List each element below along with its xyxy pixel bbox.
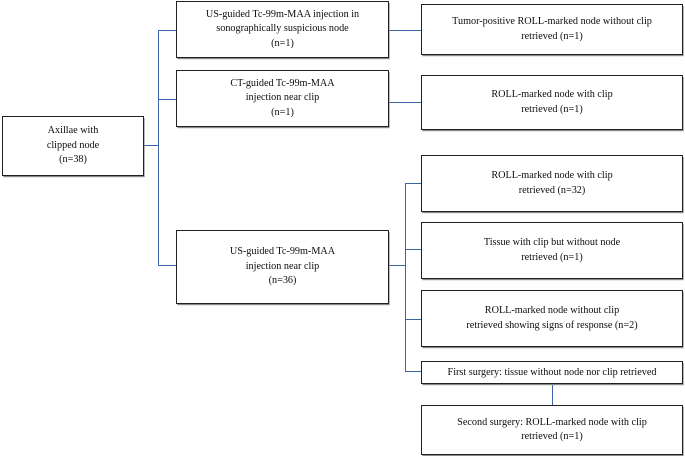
node-us-sono-line3: (n=1) xyxy=(271,37,294,49)
node-outcome-roll-with-clip-32[interactable]: ROLL-marked node with clip retrieved (n=… xyxy=(421,155,683,212)
node-axillae-line1: Axillae with xyxy=(47,125,99,137)
node-roll32-line1: ROLL-marked node with clip xyxy=(491,170,613,182)
connector-root-to-ct-clip xyxy=(158,99,177,101)
node-outcome-tissue-with-clip[interactable]: Tissue with clip but without node retrie… xyxy=(421,222,683,279)
node-outcome-tumor-positive[interactable]: Tumor-positive ROLL-marked node without … xyxy=(421,4,683,55)
node-second-surgery-line1: Second surgery: ROLL-marked node with cl… xyxy=(457,416,647,428)
connector-root-to-us-sono xyxy=(158,30,177,32)
node-tumor-positive-line2: retrieved (n=1) xyxy=(521,30,583,42)
node-ct-clip-line3: (n=1) xyxy=(271,106,294,118)
connector-root-to-us-clip xyxy=(158,265,177,267)
connector-ct-clip-to-outcome xyxy=(389,102,421,104)
node-us-sono-line1: US-guided Tc-99m-MAA injection in xyxy=(205,8,360,20)
node-us-clip-line2: injection near clip xyxy=(245,260,320,272)
node-tissue-clip-line2: retrieved (n=1) xyxy=(521,251,583,263)
node-us-sono-line2: sonographically suspicious node xyxy=(216,23,349,35)
connector-us-clip-to-roll-no-clip xyxy=(405,319,421,321)
connector-us-sono-to-outcome xyxy=(389,30,421,32)
node-us-guided-near-clip[interactable]: US-guided Tc-99m-MAA injection near clip… xyxy=(176,230,389,304)
connector-first-to-second-surgery xyxy=(552,384,554,405)
node-roll32-line2: retrieved (n=32) xyxy=(518,184,586,196)
node-outcome-roll-without-clip[interactable]: ROLL-marked node without clip retrieved … xyxy=(421,290,683,347)
connector-us-clip-spine xyxy=(405,183,407,372)
node-axillae-clipped[interactable]: Axillae with clipped node (n=38) xyxy=(2,116,144,176)
node-us-guided-sonographic[interactable]: US-guided Tc-99m-MAA injection in sonogr… xyxy=(176,1,389,58)
connector-root-stub xyxy=(144,145,159,147)
node-axillae-line2: clipped node xyxy=(46,139,100,151)
node-axillae-line3: (n=38) xyxy=(59,154,87,166)
node-roll-no-clip-line2: retrieved showing signs of response (n=2… xyxy=(466,319,638,331)
node-us-clip-line1: US-guided Tc-99m-MAA xyxy=(229,246,336,258)
node-first-surgery-line1: First surgery: tissue without node nor c… xyxy=(447,366,657,378)
node-second-surgery-line2: retrieved (n=1) xyxy=(521,431,583,442)
node-us-clip-line3: (n=36) xyxy=(268,275,297,287)
node-outcome-ct-roll-with-clip[interactable]: ROLL-marked node with clip retrieved (n=… xyxy=(421,75,683,130)
connector-us-clip-to-roll32 xyxy=(405,183,421,185)
connector-us-clip-to-first-surgery xyxy=(405,371,421,373)
node-outcome-first-surgery[interactable]: First surgery: tissue without node nor c… xyxy=(421,361,683,384)
node-ct-result-line2: retrieved (n=1) xyxy=(521,103,583,115)
connector-root-spine xyxy=(158,30,160,266)
node-ct-result-line1: ROLL-marked node with clip xyxy=(491,89,613,101)
node-ct-guided-near-clip[interactable]: CT-guided Tc-99m-MAA injection near clip… xyxy=(176,70,389,127)
node-ct-clip-line2: injection near clip xyxy=(245,92,320,104)
connector-us-clip-stub xyxy=(389,265,406,267)
node-roll-no-clip-line1: ROLL-marked node without clip xyxy=(484,305,620,317)
node-outcome-second-surgery[interactable]: Second surgery: ROLL-marked node with cl… xyxy=(421,405,683,455)
connector-us-clip-to-tissue-clip xyxy=(405,249,421,251)
node-ct-clip-line1: CT-guided Tc-99m-MAA xyxy=(230,77,335,89)
node-tissue-clip-line1: Tissue with clip but without node xyxy=(483,237,621,249)
node-tumor-positive-line1: Tumor-positive ROLL-marked node without … xyxy=(452,16,652,28)
